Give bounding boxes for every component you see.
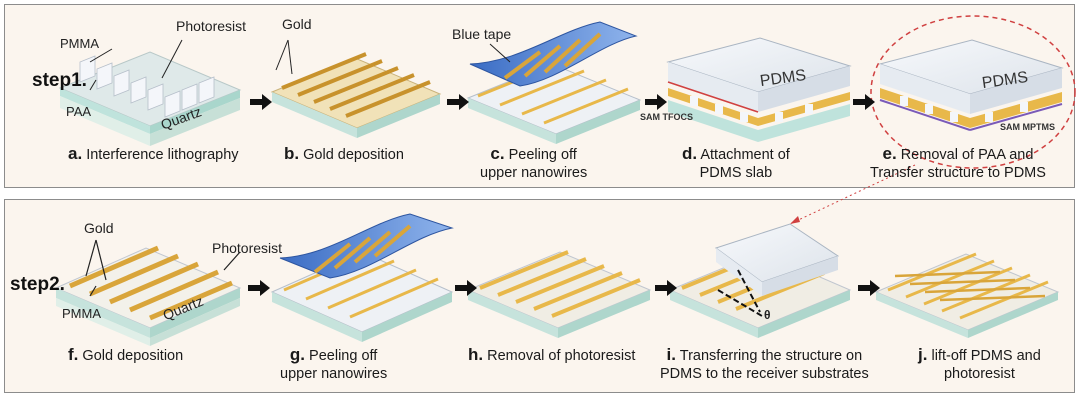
gold-stripes-b (281, 52, 431, 118)
connector-e-i (789, 164, 916, 225)
illustration-d (666, 37, 852, 142)
pmma-label-a: PMMA (60, 36, 99, 51)
highlight-ellipse (870, 15, 1076, 169)
photoresist-ridges-a (79, 55, 215, 118)
arrow-h-i (655, 280, 677, 296)
photoresist-label-g: Photoresist (212, 240, 283, 256)
caption-b: b. Gold deposition (284, 144, 404, 164)
step1-arrows (250, 94, 875, 110)
theta-label: θ (764, 308, 771, 322)
caption-f: f. Gold deposition (68, 345, 184, 365)
photoresist-label-a: Photoresist (176, 18, 247, 34)
sam-tfocs-label: SAM TFOCS (640, 112, 693, 122)
step2-arrows (248, 280, 880, 296)
illustration-c (466, 21, 642, 144)
illustration-a (58, 51, 242, 146)
illustration-f (54, 245, 242, 346)
step1-label: step1. (32, 70, 87, 91)
arrow-f-g (248, 280, 270, 296)
step2-label: step2. (10, 274, 65, 295)
gold-label-b: Gold (282, 16, 312, 32)
paa-label-a: PAA (66, 104, 92, 119)
caption-h: h. Removal of photoresist (468, 345, 636, 365)
caption-a: a. Interference lithography (68, 144, 239, 164)
illustration-h (466, 250, 652, 338)
illustration-g (270, 213, 454, 342)
illustration-i (668, 223, 852, 338)
arrow-c-d (645, 94, 667, 110)
gold-label-f: Gold (84, 220, 114, 236)
pmma-label-f: PMMA (62, 306, 101, 321)
illustration-j (874, 252, 1060, 338)
arrow-b-c (447, 94, 469, 110)
illustration-b (270, 52, 442, 138)
sam-mptms-label: SAM MPTMS (1000, 122, 1055, 132)
arrow-g-h (455, 280, 477, 296)
blue-tape-label: Blue tape (452, 26, 512, 42)
arrow-i-j (858, 280, 880, 296)
arrow-d-e (853, 94, 875, 110)
arrow-a-b (250, 94, 272, 110)
illustration-e (870, 15, 1076, 169)
